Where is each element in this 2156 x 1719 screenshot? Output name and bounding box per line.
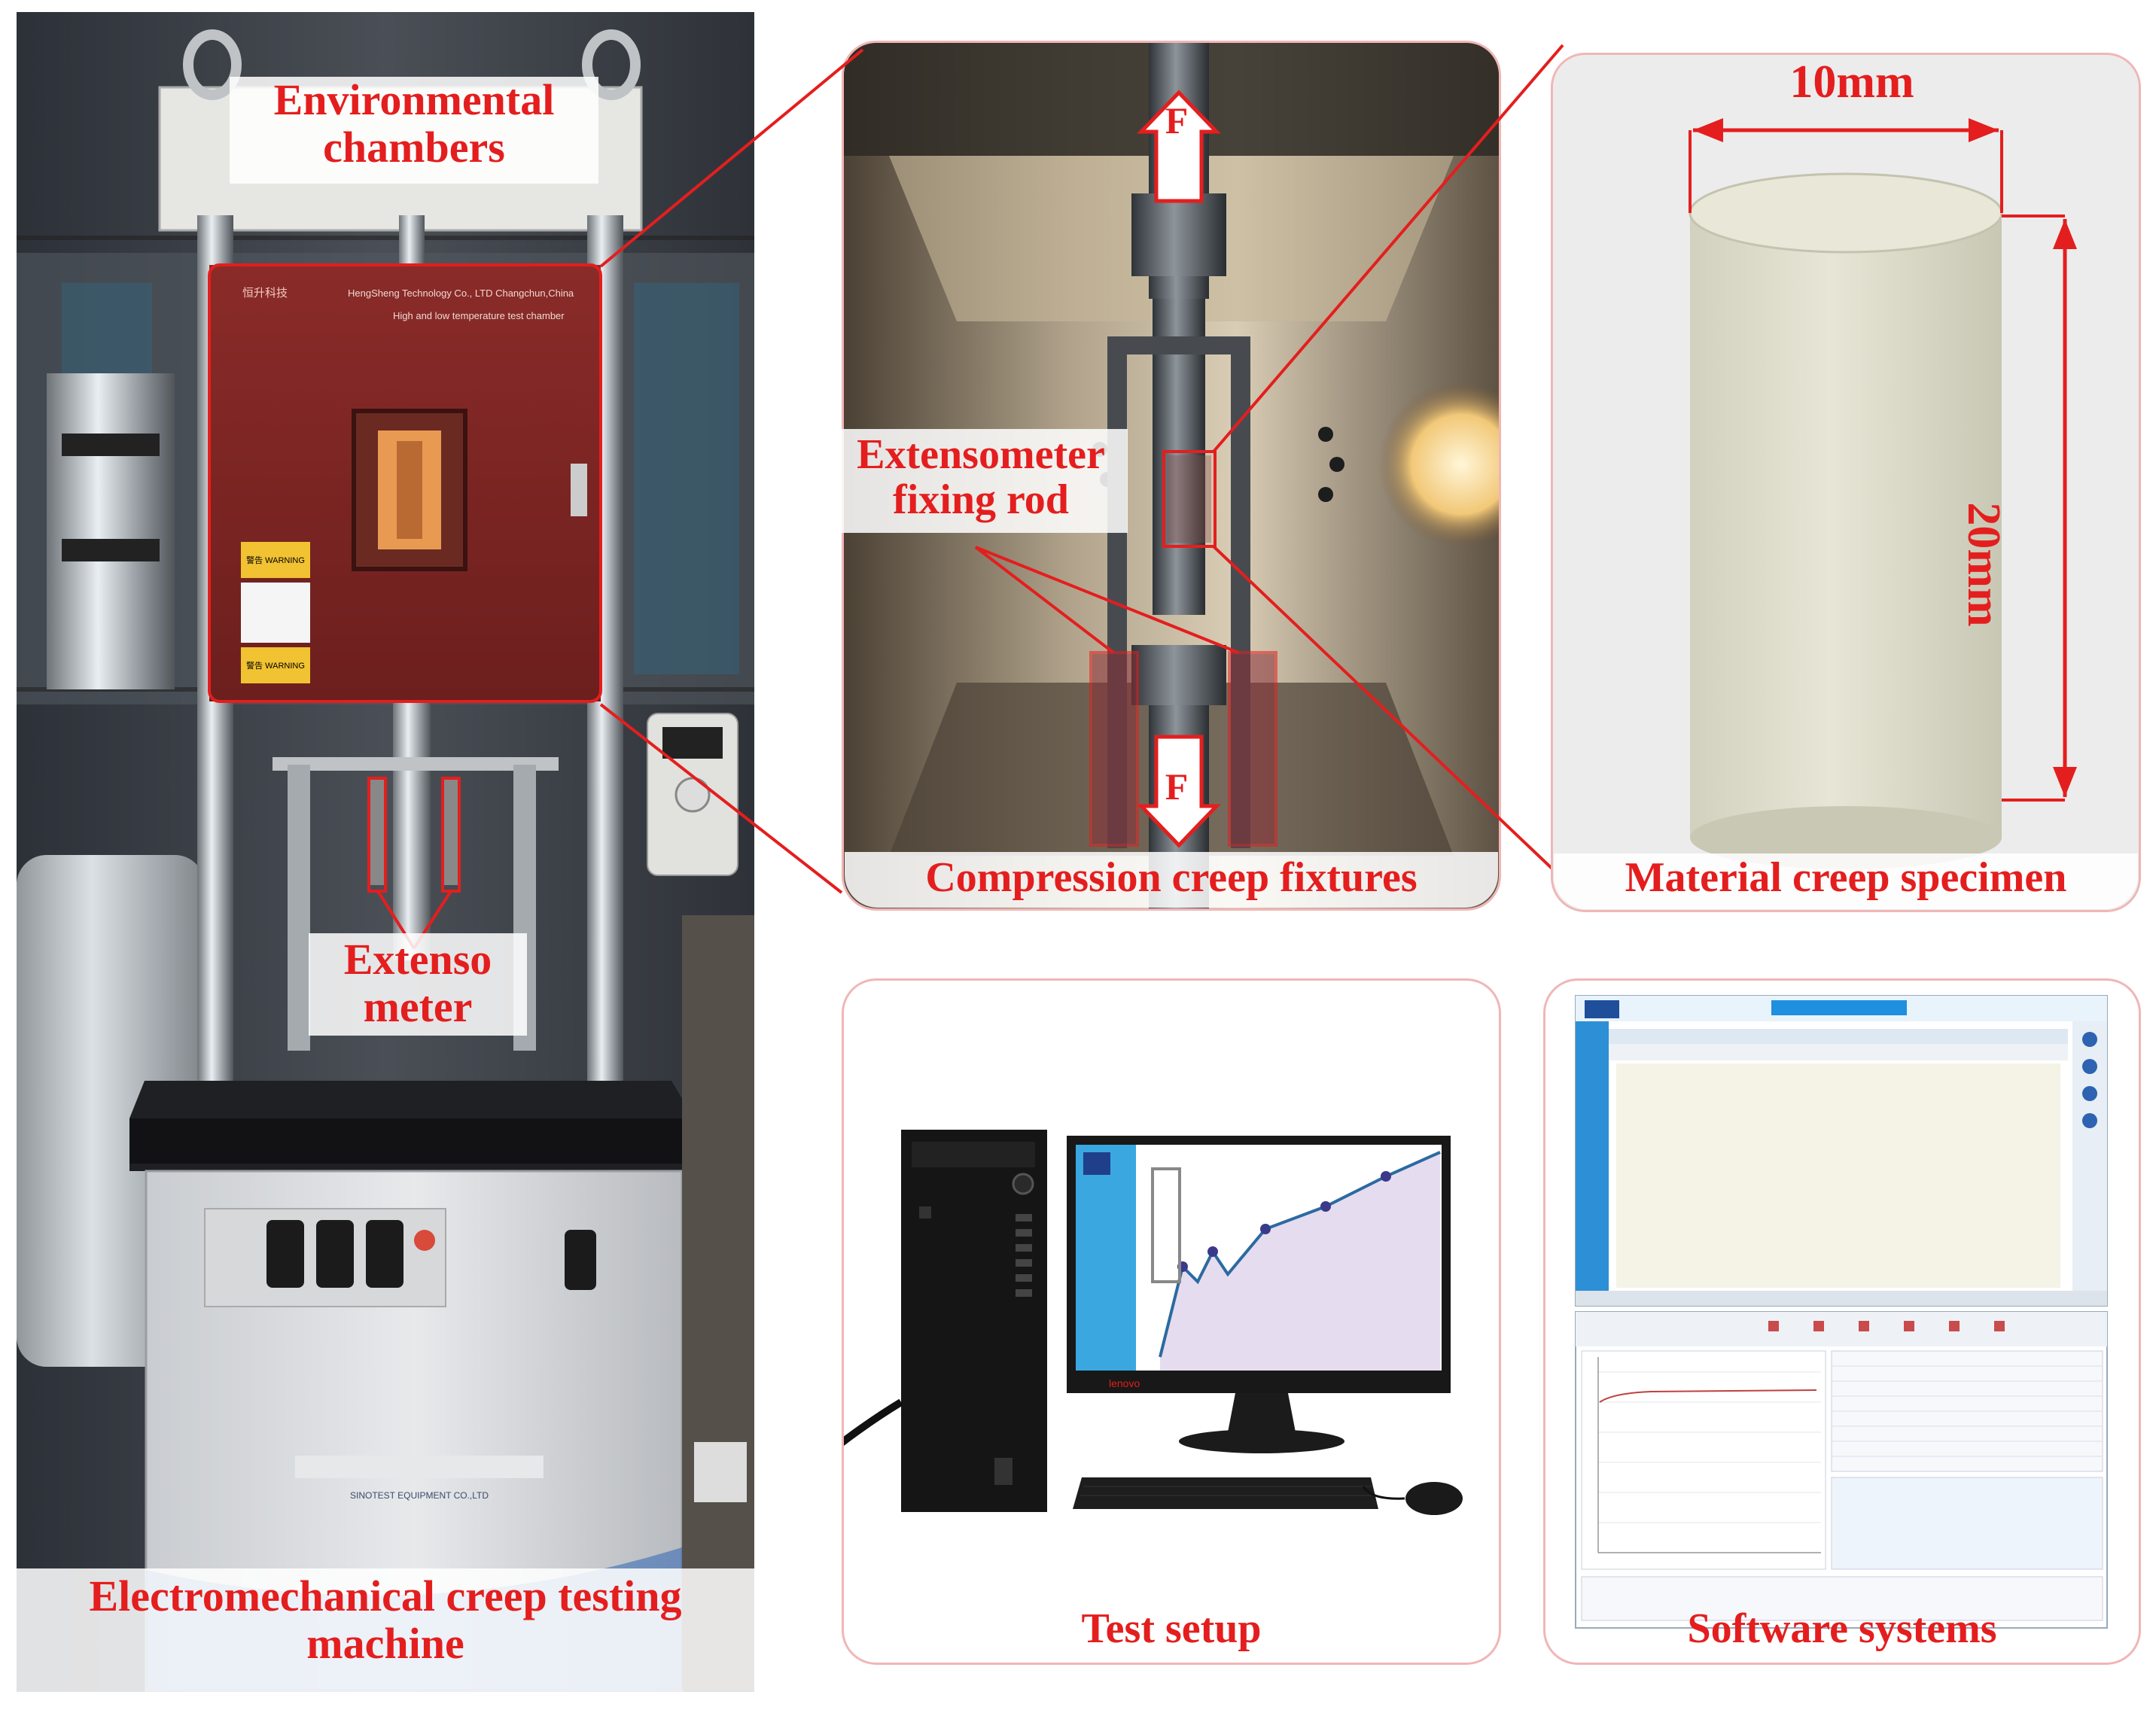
extensometer-rod-label-bg: [834, 429, 1128, 533]
cabinet-brand-text: SINOTEST EQUIPMENT CO.,LTD: [350, 1490, 489, 1501]
chamber-title-text: High and low temperature test chamber: [393, 310, 565, 321]
environmental-chambers-label-bg: [230, 77, 598, 184]
environmental-chambers-label: Environmental chambers: [273, 75, 555, 172]
specimen-panel: [1551, 53, 2141, 912]
warning-label-1: 警告 WARNING: [246, 555, 305, 565]
machine-label: Electromechanical creep testing machine: [89, 1571, 682, 1668]
extensometer-label-bg: [309, 933, 527, 1036]
force-symbol-bottom: F: [1165, 765, 1189, 808]
specimen-illustration: [1553, 55, 2139, 910]
specimen-label: Material creep specimen: [1625, 854, 2067, 901]
software-label: Software systems: [1687, 1605, 1997, 1652]
software-panel: [1543, 978, 2141, 1665]
extensometer-label: Extenso meter: [343, 935, 492, 1031]
extensometer-rod-label: Extensometer fixing rod: [857, 431, 1105, 524]
software-screens-illustration: [1575, 995, 2108, 1629]
specimen-label-bg: [1554, 853, 2138, 909]
test-setup-panel: lenovo: [842, 978, 1501, 1665]
dimension-height-label: 20mm: [1958, 502, 2009, 627]
dimension-width-label: 10mm: [1789, 56, 1914, 108]
compression-fixtures-label: Compression creep fixtures: [925, 854, 1418, 901]
warning-label-2: 警告 WARNING: [246, 660, 305, 671]
creep-machine-illustration: 恒升科技 HengSheng Technology Co., LTD Chang…: [17, 12, 754, 1692]
force-symbol-top: F: [1165, 99, 1189, 141]
chamber-logo: 恒升科技: [242, 287, 288, 300]
test-setup-label: Test setup: [1081, 1605, 1262, 1652]
creep-machine-photo: 恒升科技 HengSheng Technology Co., LTD Chang…: [17, 12, 754, 1692]
monitor-brand-text: lenovo: [1109, 1377, 1140, 1389]
chamber-brand-text: HengSheng Technology Co., LTD Changchun,…: [348, 288, 574, 299]
machine-label-bg: [17, 1568, 754, 1692]
test-setup-illustration: lenovo: [844, 1130, 1463, 1515]
